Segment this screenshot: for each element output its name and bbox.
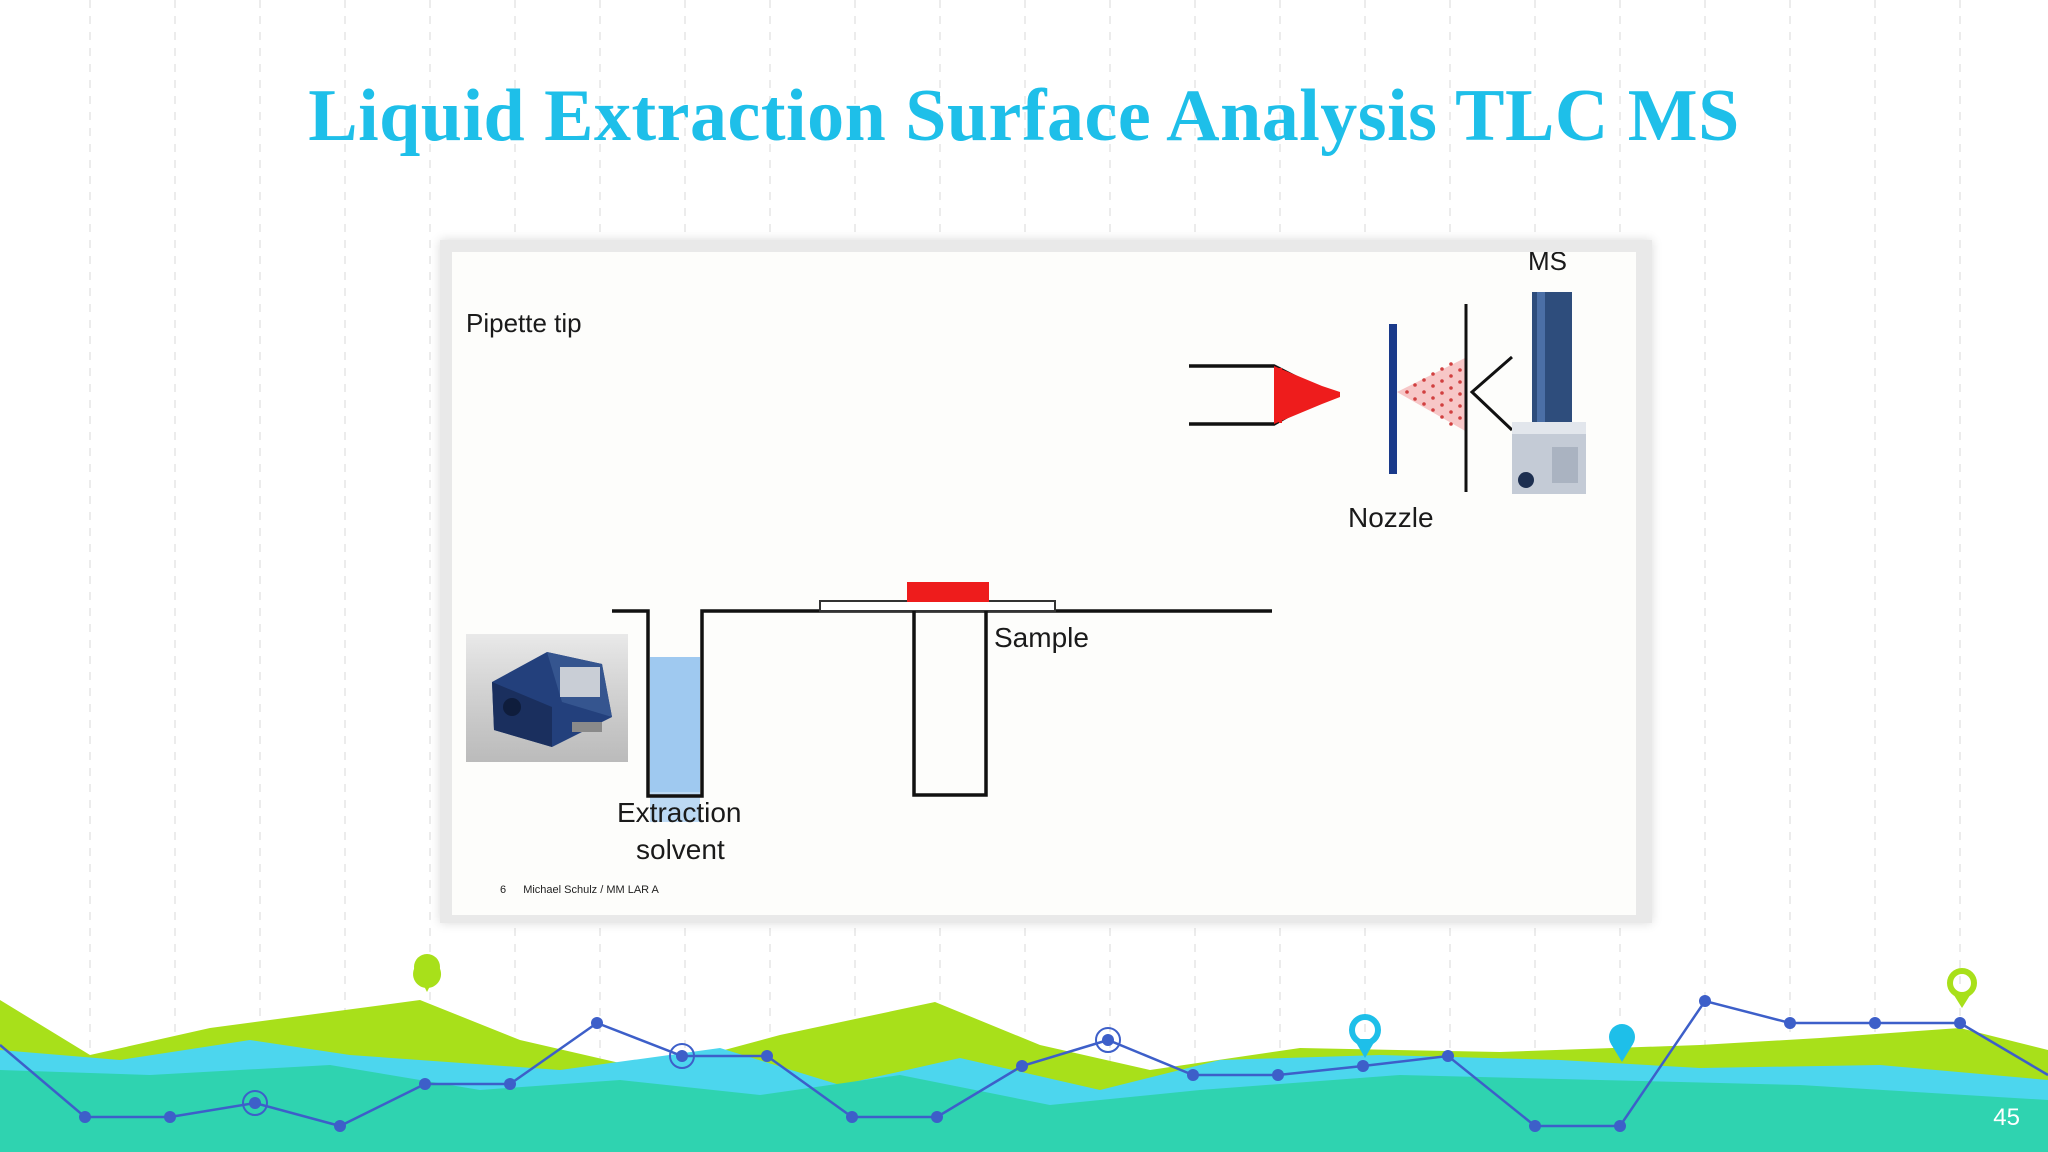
figure-footer: 6 Michael Schulz / MM LAR A <box>500 884 673 896</box>
footer-author: Michael Schulz / MM LAR A <box>523 884 659 896</box>
esi-nozzle <box>1189 304 1514 492</box>
extraction-solvent-well <box>612 609 1272 822</box>
label-solvent: solvent <box>636 834 725 865</box>
pin-icon <box>1349 1014 1381 1058</box>
label-sample: Sample <box>994 622 1089 653</box>
decorative-waves <box>0 954 2048 1152</box>
footer-page: 6 <box>500 884 507 896</box>
label-pipette-tip: Pipette tip <box>466 308 582 338</box>
lesa-diagram: Pipette tip MS Nozzle Sample Extraction … <box>452 252 1636 915</box>
sample-plate <box>819 582 1056 797</box>
pin-icon <box>1947 968 1977 1008</box>
instrument-photo <box>466 634 628 762</box>
label-extraction: Extraction <box>617 797 742 828</box>
slide-title: Liquid Extraction Surface Analysis TLC M… <box>308 75 1740 157</box>
pin-icon <box>413 954 442 992</box>
label-ms: MS <box>1528 252 1567 276</box>
diagram-drawing <box>466 292 1586 822</box>
page-number: 45 <box>1993 1104 2020 1131</box>
label-nozzle: Nozzle <box>1348 502 1434 533</box>
pin-icon <box>1609 1024 1635 1062</box>
mass-spectrometer <box>1512 292 1586 494</box>
